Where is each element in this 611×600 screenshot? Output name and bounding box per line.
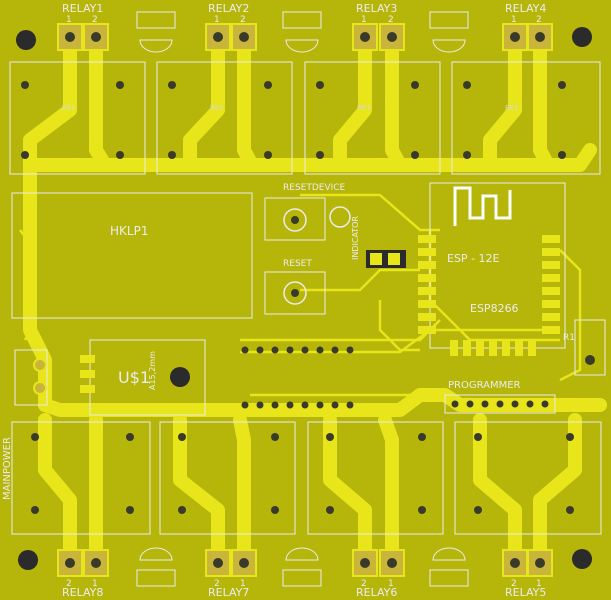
- relay-silk-1: RE1: [62, 104, 76, 112]
- mount-hole-bl: [18, 550, 38, 570]
- relay7-label: RELAY7: [208, 586, 249, 599]
- relay2-pin-2: 2: [240, 15, 246, 25]
- hklp-label: HKLP1: [110, 224, 148, 238]
- programmer-label: PROGRAMMER: [448, 380, 521, 391]
- relay1-label: RELAY1: [62, 2, 103, 15]
- relay5-label: RELAY5: [505, 586, 546, 599]
- mount-hole-tr: [572, 27, 592, 47]
- relay-driver-outlines: [139, 39, 466, 561]
- relay6-pin-1: 1: [388, 579, 394, 589]
- relay-pins-bottom: [31, 433, 574, 514]
- relay1-pin-2: 2: [92, 15, 98, 25]
- reset-button[interactable]: [264, 271, 326, 315]
- relay-silk-3: RE1: [357, 104, 371, 112]
- relay8-label: RELAY8: [62, 586, 103, 599]
- relay3-pin-1: 1: [361, 15, 367, 25]
- relay4-label: RELAY4: [505, 2, 546, 15]
- relay-bank-top: [9, 11, 601, 175]
- r1-label: R1: [563, 333, 575, 343]
- mount-hole-br: [572, 549, 592, 569]
- relay-pins-top: [21, 81, 566, 159]
- esp-module: [418, 182, 566, 356]
- relay8-pin-2: 2: [66, 579, 72, 589]
- relay2-pin-1: 1: [214, 15, 220, 25]
- terminal-pads-bottom: [57, 549, 553, 577]
- relay6-label: RELAY6: [356, 586, 397, 599]
- hklp-module-outline: [11, 192, 253, 319]
- relay3-label: RELAY3: [356, 2, 397, 15]
- relay8-pin-1: 1: [92, 579, 98, 589]
- relay3-pin-2: 2: [388, 15, 394, 25]
- indicator-led: [329, 206, 406, 268]
- relay-silk-4: RE1: [505, 104, 519, 112]
- esp-chip-label: ESP8266: [470, 302, 519, 315]
- relay4-pin-2: 2: [536, 15, 542, 25]
- reset-device-button[interactable]: [264, 197, 326, 241]
- relay7-pin-1: 1: [240, 579, 246, 589]
- relay5-pin-1: 1: [536, 579, 542, 589]
- main-power-terminal: [14, 349, 48, 406]
- voltage-regulator: [80, 339, 206, 416]
- antenna-trace: [453, 186, 512, 226]
- relay2-label: RELAY2: [208, 2, 249, 15]
- indicator-label: INDICATOR: [351, 216, 360, 260]
- relay4-pin-1: 1: [511, 15, 517, 25]
- relay7-pin-2: 2: [214, 579, 220, 589]
- esp-module-label: ESP - 12E: [447, 252, 500, 265]
- silkscreen-labels: RELAY1 RELAY2 RELAY3 RELAY4 RELAY8 RELAY…: [2, 2, 575, 599]
- main-power-label: MAINPOWER: [2, 437, 13, 500]
- mount-hole-tl: [16, 30, 36, 50]
- reset-label: RESET: [283, 259, 312, 269]
- programmer-header[interactable]: [444, 394, 556, 414]
- relay5-pin-2: 2: [511, 579, 517, 589]
- relay-bank-bottom: [11, 421, 602, 587]
- header-pins: [241, 346, 354, 409]
- reset-device-label: RESETDEVICE: [283, 183, 346, 193]
- resistor-r1: [574, 319, 606, 376]
- capacitor-label: A15,2mm: [148, 351, 157, 390]
- regulator-label: U$1: [118, 368, 150, 387]
- terminal-pads-top: [57, 23, 553, 51]
- relay6-pin-2: 2: [361, 579, 367, 589]
- relay1-pin-1: 1: [66, 15, 72, 25]
- relay-silk-2: RE1: [210, 104, 224, 112]
